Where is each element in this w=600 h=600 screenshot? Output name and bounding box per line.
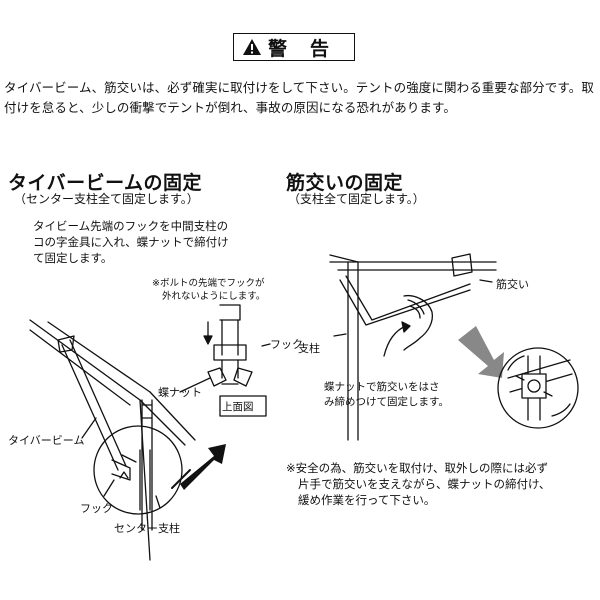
safety-note: ※安全の為、筋交いを取付け、取外しの際には必ず 片手で筋交いを支えながら、蝶ナッ…	[286, 460, 596, 508]
warning-title: 警 告	[268, 37, 332, 60]
top-view-label: 上面図	[222, 401, 254, 413]
hook-label-top: フック	[270, 338, 303, 351]
pole-label: 支柱	[298, 342, 320, 355]
tie-bar-subheading: （センター支柱全て固定します。）	[14, 192, 199, 206]
instruction-line: コの字金具に入れ、蝶ナットで締付け	[33, 235, 229, 249]
instruction-line: て固定します。	[33, 251, 113, 265]
wing-nut-note: 蝶ナットで筋交いをはさ み締めつけて固定します。	[324, 380, 449, 410]
note-line: 蝶ナットで筋交いをはさ	[324, 381, 440, 393]
tie-bar-beam-label: タイバービーム	[8, 434, 85, 447]
note-line: 片手で筋交いを支えながら、蝶ナットの締付け、	[298, 477, 551, 491]
note-line: ※ボルトの先端でフックが	[152, 278, 265, 289]
note-line: 緩め作業を行って下さい。	[298, 493, 436, 507]
wing-nut-label: 蝶ナット	[158, 386, 202, 399]
note-line: み締めつけて固定します。	[324, 396, 449, 408]
intro-paragraph: タイバービーム、筋交いは、必ず確実に取付けをして下さい。テントの強度に関わる重要…	[4, 80, 594, 115]
hook-label-bottom: フック	[80, 502, 113, 515]
tie-bar-instructions: タイビーム先端のフックを中間支柱の コの字金具に入れ、蝶ナットで締付け て固定し…	[33, 218, 293, 266]
instruction-line: タイビーム先端のフックを中間支柱の	[33, 219, 229, 233]
brace-label: 筋交い	[496, 278, 529, 291]
bolt-note: ※ボルトの先端でフックが 外れないようにします。	[152, 277, 265, 303]
warning-header: 警 告	[233, 33, 355, 61]
center-pole-label: センター支柱	[114, 522, 180, 535]
brace-subheading: （支柱全て固定します。）	[288, 192, 425, 206]
brace-heading: 筋交いの固定	[286, 172, 404, 194]
warning-triangle-icon	[243, 39, 261, 55]
tie-bar-heading: タイバービームの固定	[8, 172, 203, 194]
note-line: ※安全の為、筋交いを取付け、取外しの際には必ず	[286, 461, 549, 475]
note-line: 外れないようにします。	[162, 291, 266, 302]
